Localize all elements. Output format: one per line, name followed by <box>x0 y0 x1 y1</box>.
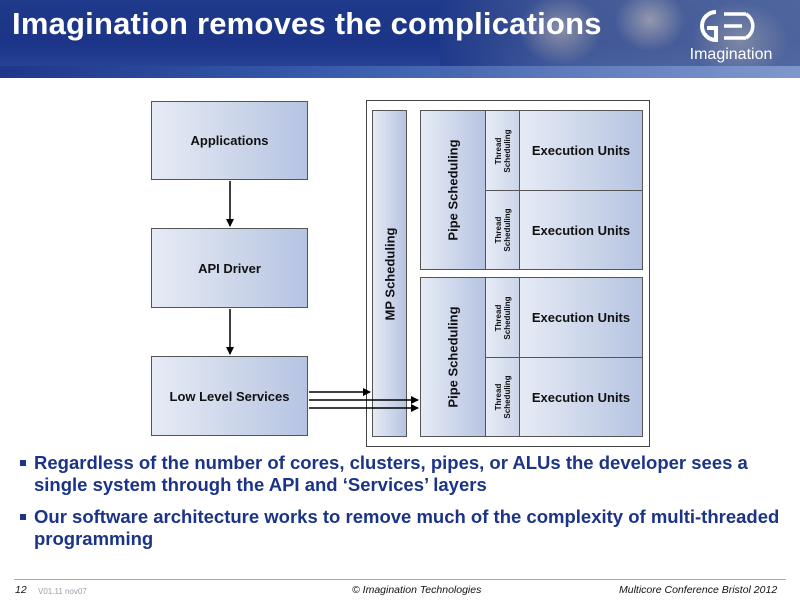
bullet-item: Our software architecture works to remov… <box>18 506 788 550</box>
copyright-text: © Imagination Technologies <box>352 584 482 596</box>
bullet-text: Regardless of the number of cores, clust… <box>34 452 748 495</box>
mp-scheduling-box: MP Scheduling <box>372 110 407 437</box>
execution-units-box: Execution Units <box>520 278 642 357</box>
low-level-services-box: Low Level Services <box>151 356 308 436</box>
bullet-square-icon <box>20 460 26 466</box>
logo-mark-icon <box>700 10 755 43</box>
applications-box: Applications <box>151 101 308 180</box>
api-driver-box: API Driver <box>151 228 308 308</box>
logo-wordmark: Imagination <box>689 46 773 63</box>
execution-units-box: Execution Units <box>520 111 642 190</box>
execution-units-box: Execution Units <box>520 191 642 269</box>
header-strip <box>0 66 800 78</box>
bullet-list: Regardless of the number of cores, clust… <box>18 452 788 560</box>
slide-title: Imagination removes the complications <box>12 6 602 41</box>
pipe-scheduling-box: Pipe Scheduling <box>421 111 486 269</box>
bullet-square-icon <box>20 514 26 520</box>
event-name: Multicore Conference Bristol 2012 <box>619 584 778 596</box>
row-divider <box>486 190 642 191</box>
version-label: V01.11 nov07 <box>38 587 87 596</box>
bullet-item: Regardless of the number of cores, clust… <box>18 452 788 496</box>
footer-divider <box>14 579 786 580</box>
pipe-scheduling-box: Pipe Scheduling <box>421 278 486 436</box>
bullet-text: Our software architecture works to remov… <box>34 506 780 549</box>
imagination-logo: Imagination <box>676 8 786 68</box>
page-number: 12 <box>15 584 27 596</box>
execution-units-box: Execution Units <box>520 358 642 436</box>
row-divider <box>486 357 642 358</box>
